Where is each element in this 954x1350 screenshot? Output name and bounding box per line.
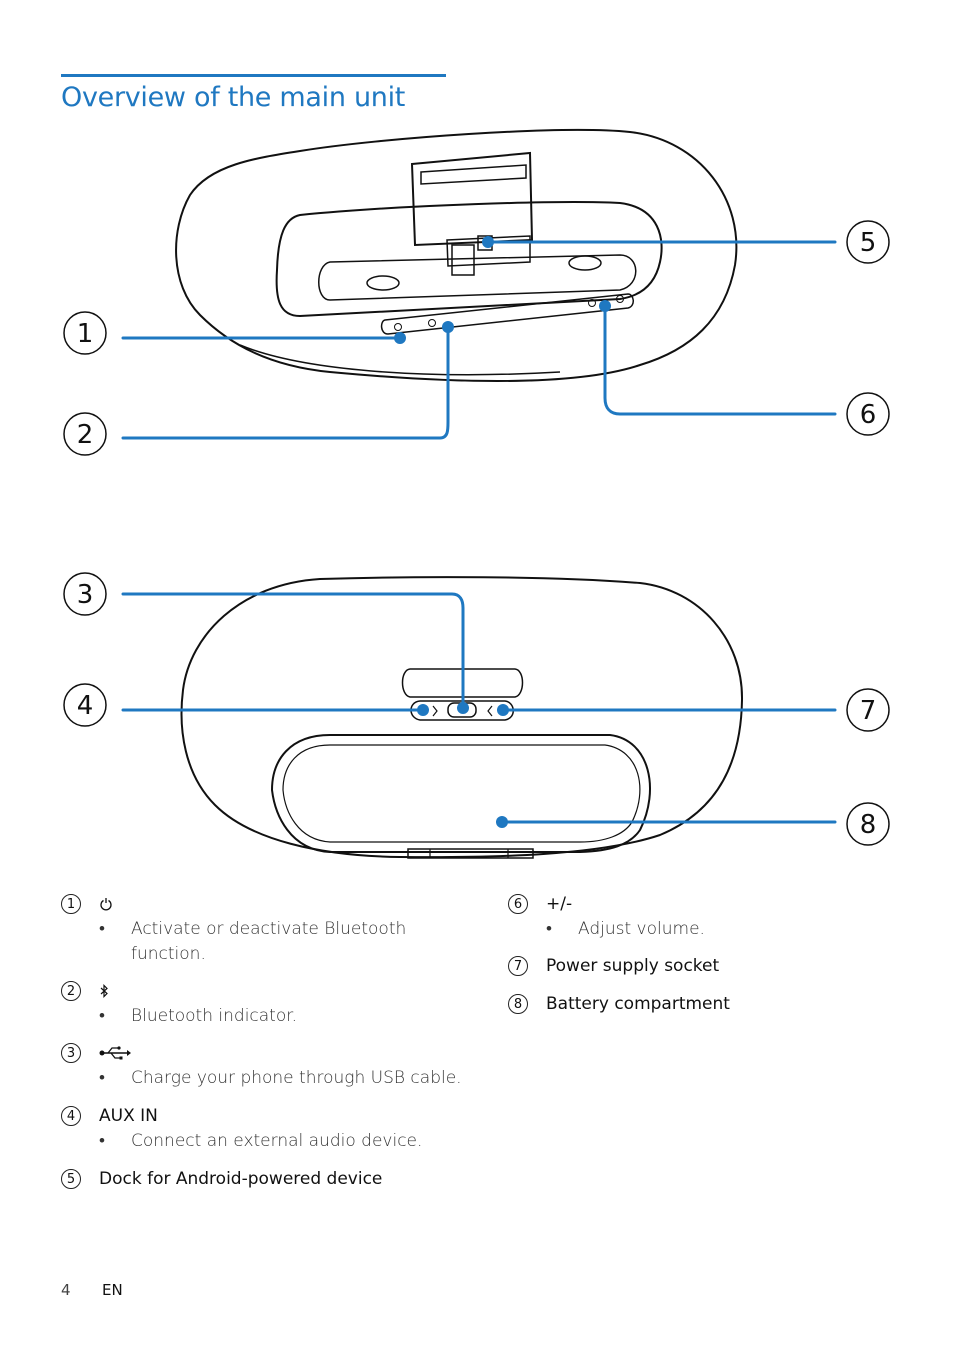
title-rule bbox=[61, 74, 446, 77]
callout-2: 2 bbox=[77, 420, 94, 450]
item-number: 8 bbox=[508, 994, 528, 1014]
unit-diagram: 1 2 3 4 5 6 7 8 bbox=[63, 129, 890, 859]
item-label: Battery compartment bbox=[546, 994, 730, 1014]
item-label: AUX IN bbox=[99, 1106, 158, 1126]
item-bullet: •Adjust volume. bbox=[546, 919, 705, 939]
usb-icon bbox=[99, 1046, 131, 1060]
callout-circles bbox=[63, 220, 890, 846]
item-number: 2 bbox=[61, 981, 81, 1001]
item-number: 1 bbox=[61, 894, 81, 914]
item-bullet: •Connect an external audio device. bbox=[99, 1131, 423, 1151]
item-bullet: •Activate or deactivate Bluetooth functi… bbox=[99, 919, 407, 964]
callout-3: 3 bbox=[77, 580, 94, 610]
item-label: +/- bbox=[546, 894, 573, 914]
callout-lines bbox=[121, 240, 837, 824]
callout-5: 5 bbox=[860, 228, 877, 258]
item-8: 8 Battery compartment bbox=[508, 993, 908, 1015]
item-number: 5 bbox=[61, 1169, 81, 1189]
callout-8: 8 bbox=[860, 810, 877, 840]
callout-6: 6 bbox=[860, 400, 877, 430]
callout-1: 1 bbox=[77, 319, 94, 349]
item-number: 3 bbox=[61, 1043, 81, 1063]
front-view bbox=[175, 129, 738, 383]
callout-7: 7 bbox=[860, 696, 877, 726]
item-1: 1 •Activate or deactivate Bluetooth func… bbox=[61, 893, 481, 967]
power-icon bbox=[99, 897, 113, 911]
language-code: EN bbox=[102, 1281, 123, 1299]
item-number: 4 bbox=[61, 1106, 81, 1126]
item-5: 5 Dock for Android-powered device bbox=[61, 1168, 481, 1190]
item-bullet: •Charge your phone through USB cable. bbox=[99, 1068, 462, 1088]
page-title: Overview of the main unit bbox=[61, 82, 406, 113]
item-7: 7 Power supply socket bbox=[508, 955, 908, 977]
item-number: 6 bbox=[508, 894, 528, 914]
page-number: 4 bbox=[61, 1281, 71, 1299]
item-label: Power supply socket bbox=[546, 956, 720, 976]
item-4: 4 AUX IN •Connect an external audio devi… bbox=[61, 1105, 481, 1154]
item-3: 3 •Charge your phone through USB cable. bbox=[61, 1042, 481, 1091]
item-label: Dock for Android-powered device bbox=[99, 1169, 383, 1189]
bluetooth-icon bbox=[99, 984, 109, 998]
item-2: 2 •Bluetooth indicator. bbox=[61, 980, 481, 1029]
item-6: 6 +/- •Adjust volume. bbox=[508, 893, 908, 942]
callout-4: 4 bbox=[77, 691, 94, 721]
callout-dots bbox=[394, 236, 611, 828]
item-bullet: •Bluetooth indicator. bbox=[99, 1006, 298, 1026]
item-number: 7 bbox=[508, 956, 528, 976]
